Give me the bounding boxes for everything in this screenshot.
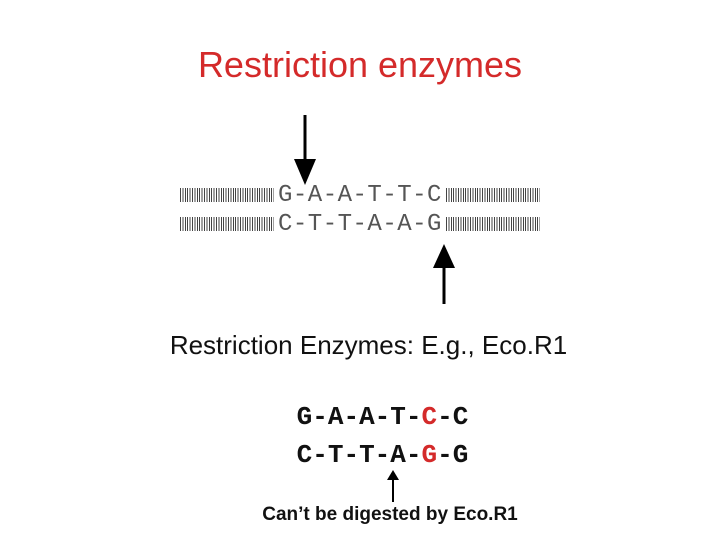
- bottom-seq-after: -G: [437, 440, 469, 470]
- dna-backbone-left-top: [180, 188, 274, 202]
- bottom-seq-before: C-T-T-A-: [296, 440, 422, 470]
- slide-title: Restriction enzymes: [197, 44, 523, 85]
- dna-backbone-right-bottom: [445, 217, 540, 231]
- dna-backbone-right-top: [445, 188, 540, 202]
- bottom-strand-sequence: C-T-T-A-A-G: [278, 210, 442, 238]
- dna-backbone-left-bottom: [180, 217, 274, 231]
- dna-top-strand: G-A-A-T-T-C: [180, 181, 540, 209]
- top-strand-sequence: G-A-A-T-T-C: [278, 181, 442, 209]
- dna-bottom-strand: C-T-T-A-A-G: [180, 210, 540, 238]
- methylated-bottom-strand: C-T-T-A-G-G: [0, 440, 720, 470]
- bottom-cleavage-arrow-icon: [433, 244, 455, 304]
- bottom-methylated-base: G: [421, 440, 438, 470]
- top-methylated-base: C: [421, 402, 438, 432]
- methylated-top-strand: G-A-A-T-C-C: [0, 402, 720, 432]
- top-cleavage-arrow-icon: [294, 115, 316, 185]
- digestion-note: Can’t be digested by Eco.R1: [262, 504, 518, 525]
- top-seq-after: -C: [437, 402, 469, 432]
- top-seq-before: G-A-A-T-: [296, 402, 422, 432]
- example-caption: Restriction Enzymes: E.g., Eco.R1: [169, 330, 568, 360]
- methylation-pointer-arrow-icon: [387, 470, 399, 502]
